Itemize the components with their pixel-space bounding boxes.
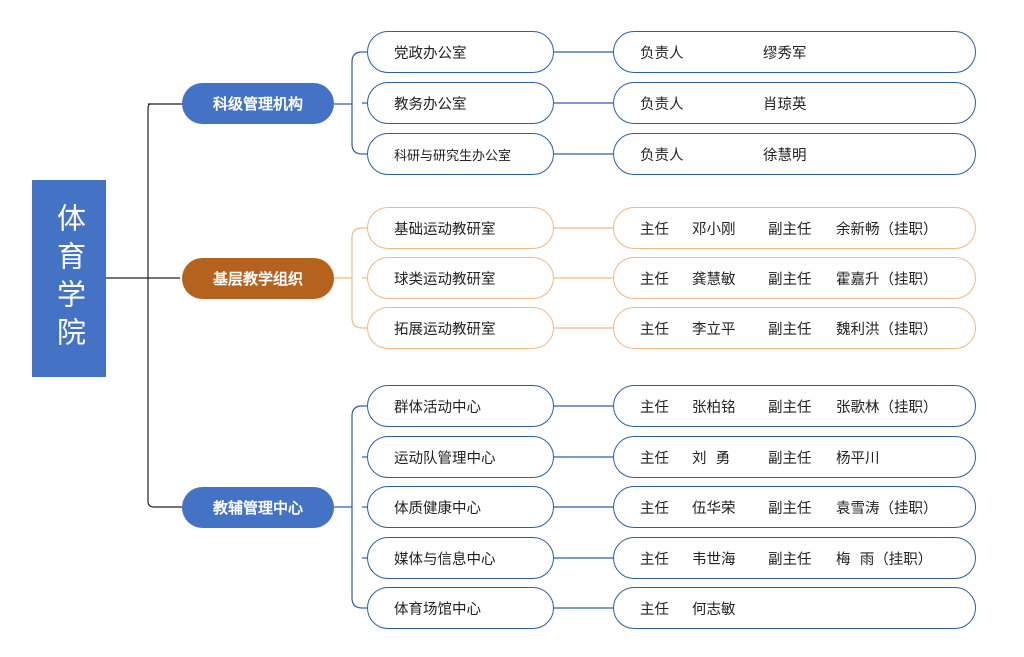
- role-person: 张歌林（挂职）: [836, 399, 938, 416]
- college-title: 体育学院: [52, 202, 87, 355]
- leader-node: 主任 韦世海 副主任 梅 雨（挂职）: [613, 537, 976, 579]
- leader-node: 负责人 肖琼英: [613, 82, 976, 124]
- college-root-node: 体育学院: [32, 180, 106, 377]
- bracket-connector: [351, 51, 363, 155]
- category-node-support: 教辅管理中心: [182, 487, 334, 528]
- role-title: 主任: [640, 399, 669, 416]
- role-person: 伍华荣: [692, 500, 736, 517]
- role-person: 袁雪涛（挂职）: [836, 500, 938, 517]
- role-person: 缪秀军: [763, 45, 807, 62]
- role-title: 主任: [640, 321, 669, 338]
- role-title: 副主任: [768, 500, 812, 517]
- role-title: 负责人: [640, 45, 684, 62]
- role-title: 主任: [640, 551, 669, 568]
- role-title: 主任: [640, 601, 669, 618]
- unit-label: 科研与研究生办公室: [394, 148, 512, 164]
- role-person: 龚慧敏: [692, 271, 736, 288]
- category-node-admin: 科级管理机构: [182, 83, 334, 124]
- unit-label: 球类运动教研室: [394, 271, 496, 288]
- role-title: 负责人: [640, 96, 684, 113]
- unit-label: 体质健康中心: [394, 500, 481, 517]
- category-label: 教辅管理中心: [212, 499, 303, 517]
- leader-node: 主任 伍华荣 副主任 袁雪涛（挂职）: [613, 486, 976, 528]
- role-person: 徐慧明: [763, 147, 807, 164]
- unit-label: 媒体与信息中心: [394, 551, 496, 568]
- leader-node: 主任 龚慧敏 副主任 霍嘉升（挂职）: [613, 257, 976, 299]
- role-person: 李立平: [692, 321, 736, 338]
- trunk-connector: [147, 103, 182, 508]
- role-title: 副主任: [768, 399, 812, 416]
- role-title: 副主任: [768, 271, 812, 288]
- leader-node: 主任 邓小刚 副主任 余新畅（挂职）: [613, 207, 976, 249]
- role-person: 韦世海: [692, 551, 736, 568]
- role-title: 主任: [640, 271, 669, 288]
- role-title: 主任: [640, 500, 669, 517]
- leader-node: 主任 何志敏: [613, 587, 976, 629]
- unit-node: 科研与研究生办公室: [367, 133, 554, 175]
- role-title: 副主任: [768, 321, 812, 338]
- role-person: 张柏铭: [692, 399, 736, 416]
- role-person: 刘 勇: [692, 450, 731, 467]
- role-title: 主任: [640, 450, 669, 467]
- role-person: 肖琼英: [763, 96, 807, 113]
- leader-node: 主任 刘 勇 副主任 杨平川: [613, 436, 976, 478]
- role-person: 余新畅（挂职）: [836, 221, 938, 238]
- leader-node: 主任 李立平 副主任 魏利洪（挂职）: [613, 307, 976, 349]
- unit-node: 球类运动教研室: [367, 257, 554, 299]
- role-title: 副主任: [768, 221, 812, 238]
- unit-label: 群体活动中心: [394, 399, 481, 416]
- role-person: 魏利洪（挂职）: [836, 321, 938, 338]
- bracket-connector: [351, 227, 363, 329]
- unit-label: 体育场馆中心: [394, 601, 481, 618]
- role-person: 何志敏: [692, 601, 736, 618]
- bracket-connector: [351, 405, 363, 609]
- role-title: 副主任: [768, 551, 812, 568]
- unit-node: 媒体与信息中心: [367, 537, 554, 579]
- unit-node: 运动队管理中心: [367, 436, 554, 478]
- leader-node: 主任 张柏铭 副主任 张歌林（挂职）: [613, 385, 976, 427]
- unit-label: 教务办公室: [394, 96, 467, 113]
- role-title: 主任: [640, 221, 669, 238]
- category-node-teaching: 基层教学组织: [182, 258, 334, 299]
- unit-node: 体质健康中心: [367, 486, 554, 528]
- unit-node: 基础运动教研室: [367, 207, 554, 249]
- role-person: 梅 雨（挂职）: [836, 551, 933, 568]
- unit-node: 拓展运动教研室: [367, 307, 554, 349]
- leader-node: 负责人 徐慧明: [613, 133, 976, 175]
- unit-node: 教务办公室: [367, 82, 554, 124]
- unit-node: 群体活动中心: [367, 385, 554, 427]
- role-title: 副主任: [768, 450, 812, 467]
- unit-node: 体育场馆中心: [367, 587, 554, 629]
- unit-label: 党政办公室: [394, 45, 467, 62]
- category-label: 科级管理机构: [212, 95, 303, 113]
- role-person: 霍嘉升（挂职）: [836, 271, 938, 288]
- unit-label: 拓展运动教研室: [394, 321, 496, 338]
- role-person: 邓小刚: [692, 221, 736, 238]
- unit-node: 党政办公室: [367, 31, 554, 73]
- category-label: 基层教学组织: [212, 270, 303, 288]
- unit-label: 运动队管理中心: [394, 450, 496, 467]
- role-person: 杨平川: [836, 450, 880, 467]
- leader-node: 负责人 缪秀军: [613, 31, 976, 73]
- role-title: 负责人: [640, 147, 684, 164]
- unit-label: 基础运动教研室: [394, 221, 496, 238]
